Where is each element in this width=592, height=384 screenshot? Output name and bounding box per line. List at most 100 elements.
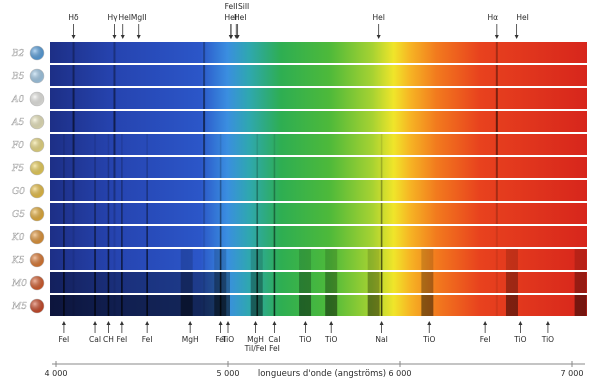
molecular-band [505,272,518,293]
spectrum-strip [50,180,587,201]
molecular-band [214,249,227,270]
arrow-up-icon [253,321,258,325]
bottom-line-label: TiO [422,335,435,344]
dark-blue-region [50,295,230,316]
arrow-down-icon [494,35,499,39]
absorption-line [495,226,498,247]
absorption-line [107,180,110,201]
absorption-line [203,65,206,86]
absorption-line [72,157,75,178]
arrow-down-icon [136,35,141,39]
absorption-line [113,42,116,63]
bottom-line-label: MgH [182,335,199,344]
arrow-up-icon [545,321,550,325]
bottom-line-label: CaI [89,335,101,344]
class-dot-shade [30,230,44,244]
absorption-line [203,134,206,155]
absorption-line [72,42,75,63]
molecular-band [505,295,518,316]
molecular-band [367,272,380,293]
spectrum-strips [50,42,587,316]
molecular-band [299,272,312,293]
class-label: F0 [11,141,24,151]
dark-blue-region [50,272,230,293]
absorption-line [94,249,96,270]
arrow-up-icon [226,321,230,325]
top-line-label: HeI [225,13,237,22]
molecular-band [367,249,380,270]
class-dot-shade [30,184,44,198]
absorption-line [256,295,259,316]
top-line-label: Hγ [107,13,118,22]
absorption-line [107,249,110,270]
bottom-line-label: FeI [117,335,128,344]
molecular-band [325,272,338,293]
class-label: A0 [11,95,24,105]
molecular-band [367,295,380,316]
absorption-line [273,226,276,247]
absorption-line [273,157,276,178]
axis-tick-label: 6 000 [389,369,412,378]
absorption-line [146,272,148,293]
absorption-line [219,157,222,178]
absorption-line [203,111,206,132]
bottom-line-label: TiO [324,335,337,344]
absorption-line [219,226,222,247]
absorption-line [495,272,498,293]
absorption-line [256,157,259,178]
molecular-band [250,249,263,270]
absorption-line [203,203,206,224]
spectrum-strip [50,272,587,293]
absorption-line [203,42,206,63]
absorption-line [72,272,75,293]
arrow-up-icon [272,321,277,325]
absorption-line [121,203,123,224]
absorption-line [203,249,206,270]
spectrum-strip [50,249,587,270]
axis-tick-label: 4 000 [45,369,68,378]
absorption-line [94,203,96,224]
spectrum-strip [50,65,587,86]
bottom-line-label: NaI [375,335,387,344]
absorption-line [380,226,383,247]
axis-title: longueurs d'onde (angströms) [258,369,386,379]
absorption-line [63,134,65,155]
absorption-line [72,203,75,224]
arrow-down-icon [228,35,233,39]
absorption-line [94,134,96,155]
absorption-line [203,226,206,247]
absorption-line [63,249,65,270]
absorption-line [495,134,498,155]
axis-tick-label: 5 000 [217,369,240,378]
arrow-down-icon [71,35,76,39]
class-dot-shade [30,161,44,175]
absorption-line [72,88,75,109]
absorption-line [203,157,206,178]
arrow-up-icon [119,321,124,325]
molecular-band [421,272,434,293]
absorption-line [203,180,206,201]
absorption-line [146,249,148,270]
absorption-line [203,88,206,109]
molecular-band [574,272,587,293]
class-label: K0 [11,233,25,243]
absorption-line [273,134,276,155]
class-label: F5 [11,164,24,174]
molecular-band [325,249,338,270]
absorption-line [121,272,123,293]
absorption-line [495,88,498,109]
molecular-band [421,249,434,270]
bottom-line-label: FeI [142,335,153,344]
absorption-line [146,203,148,224]
absorption-line [94,180,96,201]
class-dot-shade [30,299,44,313]
absorption-line [113,249,116,270]
molecular-band [299,295,312,316]
absorption-line [113,272,116,293]
absorption-line [113,65,116,86]
absorption-line [63,226,65,247]
molecular-band [250,295,263,316]
molecular-band [325,295,338,316]
